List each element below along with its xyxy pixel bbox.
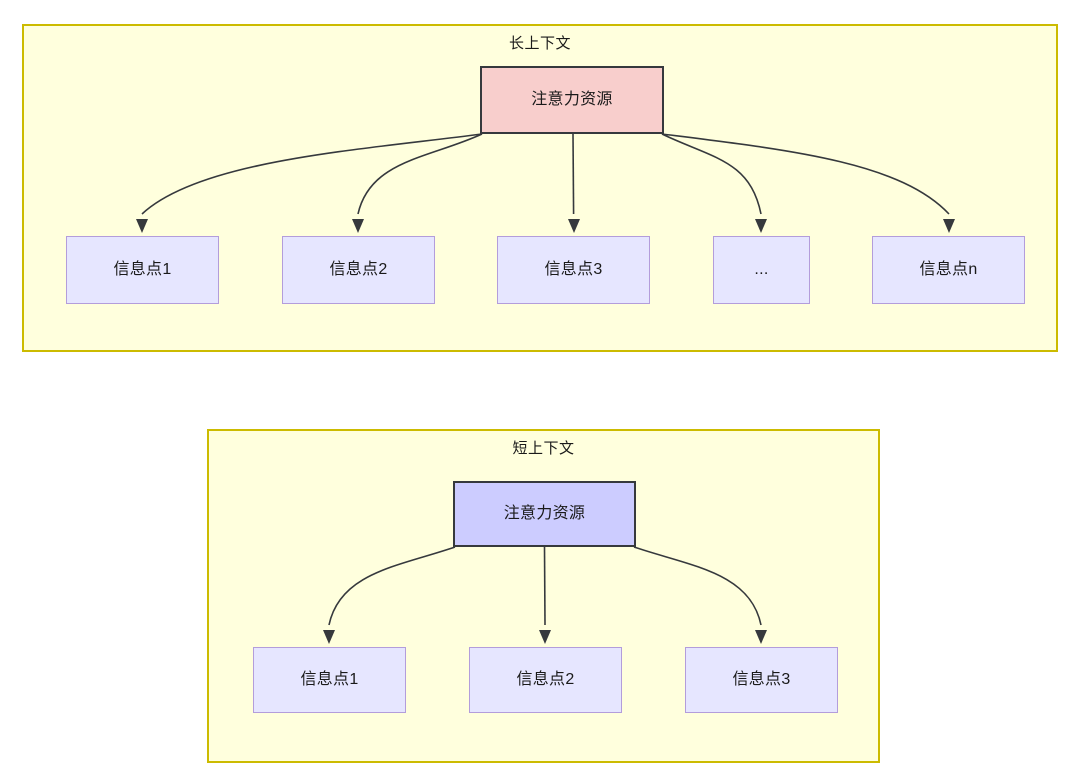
node-long-leaf-n[interactable]: 信息点n bbox=[872, 236, 1025, 304]
node-long-leaf-3[interactable]: 信息点3 bbox=[497, 236, 650, 304]
node-long-leaf-ellipsis[interactable]: ... bbox=[713, 236, 810, 304]
node-attention-resource-short[interactable]: 注意力资源 bbox=[453, 481, 636, 547]
node-long-leaf-1[interactable]: 信息点1 bbox=[66, 236, 219, 304]
node-long-leaf-2[interactable]: 信息点2 bbox=[282, 236, 435, 304]
node-short-leaf-2[interactable]: 信息点2 bbox=[469, 647, 622, 713]
panel-long-context-title: 长上下文 bbox=[508, 35, 571, 52]
node-short-leaf-1[interactable]: 信息点1 bbox=[253, 647, 406, 713]
panel-short-context-title: 短上下文 bbox=[512, 440, 575, 457]
node-attention-resource-long[interactable]: 注意力资源 bbox=[480, 66, 664, 134]
node-short-leaf-3[interactable]: 信息点3 bbox=[685, 647, 838, 713]
